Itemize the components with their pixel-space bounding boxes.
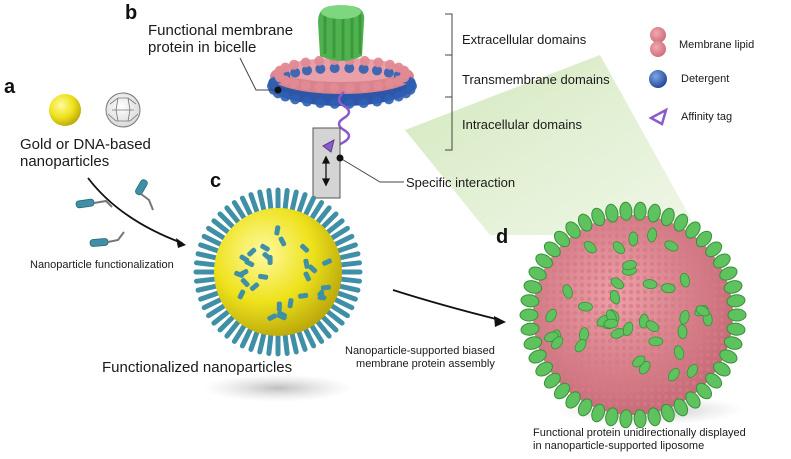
arrow-to-liposome xyxy=(392,289,501,321)
callout-dot-interaction xyxy=(336,154,344,162)
panel-label-c: c xyxy=(210,170,222,192)
projection-beam xyxy=(405,55,700,235)
panel-label-a: a xyxy=(4,76,16,98)
legend-detergent-symbol xyxy=(649,70,667,88)
label-functionalization: Nanoparticle functionalization xyxy=(30,259,174,271)
fullerene-particle xyxy=(105,92,141,128)
callout-lines xyxy=(239,57,404,183)
domain-brackets xyxy=(445,13,453,151)
double-arrow xyxy=(321,155,331,187)
label-displayed: Functional protein unidirectionally disp… xyxy=(533,427,746,452)
legend-lipid-symbol xyxy=(650,27,666,57)
label-functionalized-np: Functionalized nanoparticles xyxy=(102,359,293,376)
callout-dot-bicelle xyxy=(274,86,282,94)
gold-particle xyxy=(49,94,81,126)
functionalized-nanoparticle xyxy=(193,187,363,357)
affinity-tag-shape xyxy=(322,139,335,153)
panel-label-d: d xyxy=(496,226,509,248)
ligand-molecules xyxy=(75,179,154,247)
label-intracellular: Intracellular domains xyxy=(462,117,582,132)
legend-lipid-label: Membrane lipid xyxy=(679,39,755,51)
linker-strand xyxy=(332,91,351,151)
membrane-protein xyxy=(318,5,365,61)
nanoparticle-supported-liposome xyxy=(519,201,747,429)
label-transmembrane: Transmembrane domains xyxy=(462,72,610,87)
legend-tag-symbol xyxy=(648,107,669,126)
bicelle xyxy=(267,55,417,109)
label-gold-dna: Gold or DNA-based nanoparticles xyxy=(20,136,151,171)
label-extracellular: Extracellular domains xyxy=(462,32,587,47)
arrow-to-functionalized xyxy=(87,177,183,244)
legend-tag-label: Affinity tag xyxy=(681,111,733,123)
label-membrane-protein: Functional membrane protein in bicelle xyxy=(148,22,294,57)
legend-detergent-label: Detergent xyxy=(681,73,730,85)
arrow-to-functionalized-head xyxy=(176,238,186,248)
label-assembly: Nanoparticle-supported biased membrane p… xyxy=(345,345,495,370)
panel-label-b: b xyxy=(125,2,138,24)
arrow-to-liposome-head xyxy=(494,316,506,327)
shadow-np xyxy=(203,374,353,402)
label-specific-interaction: Specific interaction xyxy=(406,175,516,190)
